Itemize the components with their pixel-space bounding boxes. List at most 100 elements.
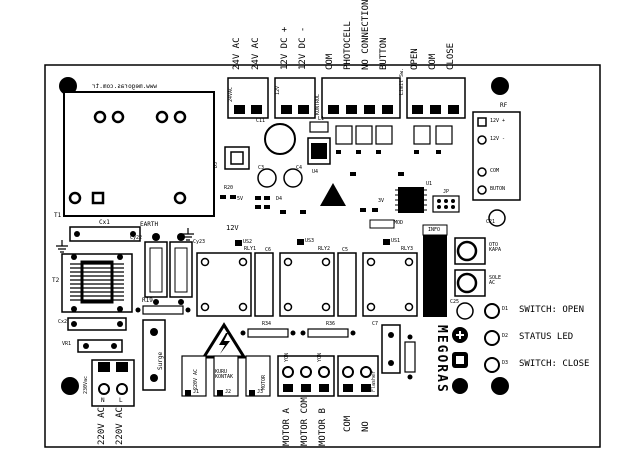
silk-d5: D5 bbox=[213, 161, 219, 168]
silk-rly2: RLY2 bbox=[318, 246, 331, 252]
silk-earth: EARTH bbox=[140, 221, 159, 228]
silk-c11: C11 bbox=[256, 118, 266, 124]
terminal-dc bbox=[274, 77, 316, 119]
silk-d4: D4 bbox=[276, 196, 283, 202]
silk-rly1: RLY1 bbox=[244, 246, 257, 252]
silk-l: L bbox=[119, 397, 123, 404]
label-close: CLOSE bbox=[446, 42, 456, 70]
label-motor-com: MOTOR COM bbox=[300, 397, 310, 446]
silk-u4: U4 bbox=[312, 169, 319, 175]
silk-cx2: Cx2 bbox=[58, 319, 68, 325]
silk-c5: C5 bbox=[342, 247, 349, 253]
silk-220v-ac: 220V AC bbox=[193, 368, 199, 390]
mount-hole-tl bbox=[59, 77, 77, 95]
silk-c3: C3 bbox=[258, 165, 265, 171]
label-flasher-no: NO bbox=[361, 421, 371, 432]
label-24vac-2: 24V AC bbox=[251, 37, 261, 70]
silk-jp: JP bbox=[443, 189, 450, 195]
mount-hole-bl bbox=[61, 377, 79, 395]
silk-surge: Surge bbox=[157, 351, 164, 370]
silk-c21: C21 bbox=[486, 219, 496, 225]
silk-r34: R34 bbox=[262, 321, 272, 327]
silk-12v-rail: 12V bbox=[226, 224, 239, 232]
relay-rly2 bbox=[279, 252, 335, 317]
terminal-flasher bbox=[337, 355, 379, 397]
terminal-ctrl bbox=[321, 77, 401, 119]
silk-230vac: 230Vac bbox=[83, 375, 89, 394]
label-12vdc-plus: 12V DC + bbox=[280, 26, 290, 70]
silk-l1: L1 bbox=[318, 116, 325, 122]
label-sole-ac: SOLE AC bbox=[489, 275, 502, 286]
mount-hole-br bbox=[491, 377, 509, 395]
silk-c4: C4 bbox=[296, 165, 303, 171]
terminal-limit bbox=[406, 77, 466, 119]
silk-c25: C25 bbox=[450, 299, 460, 305]
silk-vr1: VR1 bbox=[62, 341, 72, 347]
rf-title: RF bbox=[500, 102, 508, 109]
label-motor-b: MOTOR B bbox=[318, 408, 328, 446]
silk-t1: T1 bbox=[54, 212, 62, 219]
silk-yon-1: YON bbox=[284, 352, 290, 362]
label-motor-a: MOTOR A bbox=[282, 408, 292, 446]
silk-d2: D2 bbox=[502, 333, 509, 339]
mount-hole-tr bbox=[491, 77, 509, 95]
board-outline bbox=[44, 64, 601, 448]
silk-us2: US2 bbox=[243, 239, 253, 245]
label-oto-kapa: OTO KAPA bbox=[489, 242, 502, 253]
rf-pin-com: COM bbox=[490, 168, 500, 174]
label-com: COM bbox=[325, 53, 335, 70]
silk-cy22: Cy22 bbox=[130, 235, 143, 241]
silk-us3: US3 bbox=[305, 238, 315, 244]
silk-limit-sw: Limit Sw. bbox=[399, 67, 405, 95]
url-mirrored: www.megoras.com.tr bbox=[92, 83, 158, 90]
terminal-ac bbox=[227, 77, 269, 119]
silk-info: INFO bbox=[428, 227, 441, 233]
rf-pin-buton: BUTON bbox=[490, 186, 506, 192]
silk-r36: R36 bbox=[326, 321, 336, 327]
silk-cy23: Cy23 bbox=[193, 239, 206, 245]
silk-d3: D3 bbox=[502, 360, 509, 366]
silk-j2: J2 bbox=[225, 389, 232, 395]
silk-c6: C6 bbox=[265, 247, 272, 253]
terminal-motor bbox=[277, 355, 335, 397]
silk-kontrol: KONTROL bbox=[315, 93, 321, 115]
silk-j3: J3 bbox=[257, 389, 264, 395]
silk-12v: 12V bbox=[275, 85, 281, 95]
label-button: BUTTON bbox=[379, 37, 389, 70]
label-24vac-1: 24V AC bbox=[232, 37, 242, 70]
silk-5v: 5V bbox=[237, 196, 244, 202]
label-12vdc-minus: 12V DC - bbox=[298, 26, 308, 70]
label-switch-open: SWITCH: OPEN bbox=[519, 305, 585, 315]
silk-mod: MOD bbox=[394, 220, 404, 226]
silk-flasher: Flasher bbox=[371, 370, 377, 392]
silk-us1: US1 bbox=[391, 238, 401, 244]
silk-rly3: RLY3 bbox=[401, 246, 414, 252]
label-switch-close: SWITCH: CLOSE bbox=[519, 359, 590, 369]
label-220vac-1: 220V AC bbox=[97, 407, 107, 445]
silk-24vac: 24VAC bbox=[228, 86, 234, 102]
rf-pin-12v-plus: 12V + bbox=[490, 118, 506, 124]
silk-3v: 3V bbox=[378, 198, 385, 204]
silk-c7: C7 bbox=[372, 321, 379, 327]
label-photocell: PHOTOCELL bbox=[343, 21, 353, 70]
silk-r20: R20 bbox=[224, 185, 234, 191]
transformer-t1-body bbox=[63, 91, 215, 217]
silk-u1: U1 bbox=[426, 181, 433, 187]
silk-j1: J1 bbox=[193, 389, 200, 395]
brand-logo-text: MEGORAS bbox=[434, 325, 449, 394]
silk-cx1: Cx1 bbox=[99, 219, 110, 226]
silk-kuru-kontak: KURU KONTAK bbox=[215, 369, 234, 380]
label-limit-com: COM bbox=[428, 53, 438, 70]
silk-d1: D1 bbox=[502, 306, 509, 312]
silk-yon-2: YON bbox=[317, 352, 323, 362]
label-status-led: STATUS LED bbox=[519, 332, 574, 342]
relay-rly1 bbox=[196, 252, 252, 317]
silk-motor: MOTOR bbox=[261, 374, 267, 390]
label-flasher-com: COM bbox=[343, 415, 353, 432]
silk-r19: R19 bbox=[142, 297, 153, 304]
rf-pin-12v-minus: 12V - bbox=[490, 136, 506, 142]
label-220vac-2: 220V AC bbox=[115, 407, 125, 445]
label-open: OPEN bbox=[410, 48, 420, 70]
